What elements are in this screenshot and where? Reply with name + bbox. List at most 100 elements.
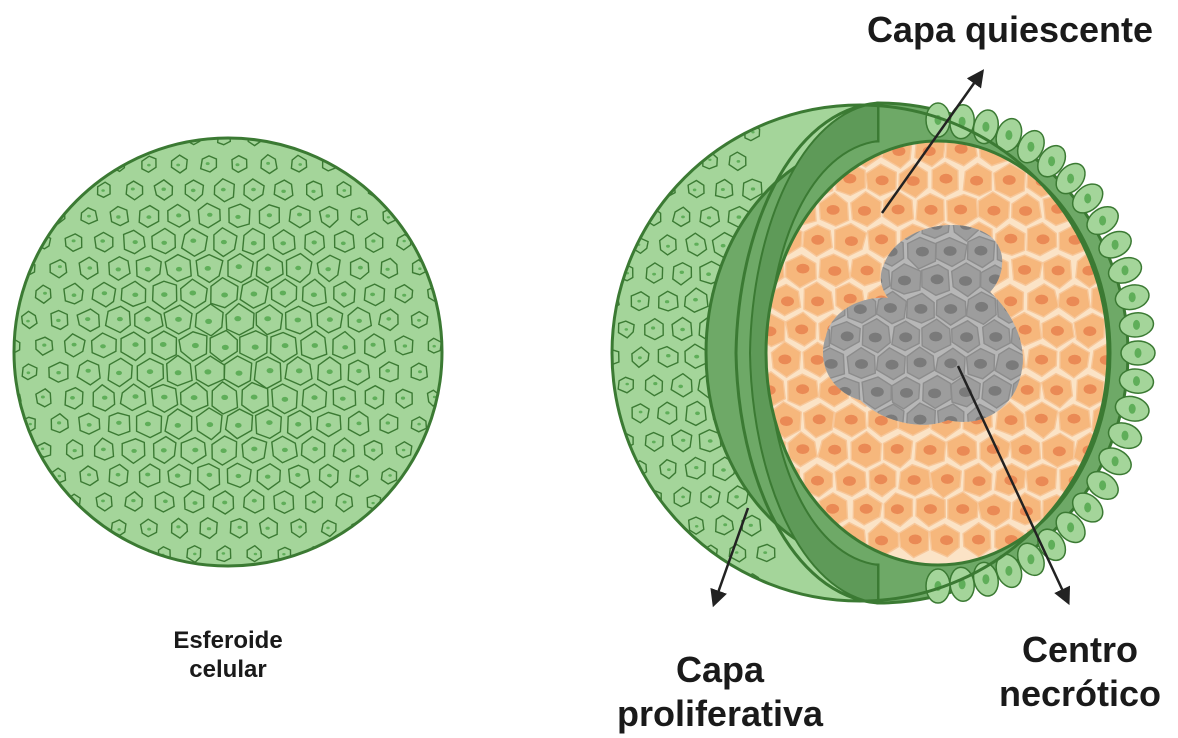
shell-cell-nucleus xyxy=(723,523,727,526)
rim-cell-nucleus xyxy=(1129,292,1136,302)
rim-cell-nucleus xyxy=(1112,456,1119,466)
quiescent-cell-nucleus xyxy=(1082,145,1095,155)
shell-cell-nucleus xyxy=(667,468,671,471)
surface-cell xyxy=(157,131,170,145)
surface-cell-nucleus xyxy=(205,266,211,271)
surface-cell-nucleus xyxy=(235,423,242,428)
shell-cell-nucleus xyxy=(666,245,670,248)
quiescent-cell-nucleus xyxy=(1050,385,1063,395)
shell-cell-nucleus xyxy=(737,215,742,218)
surface-cell-nucleus xyxy=(89,528,92,530)
surface-cell-nucleus xyxy=(342,189,346,192)
rim-cell-nucleus xyxy=(1084,503,1091,513)
surface-cell-nucleus xyxy=(298,163,302,166)
surface-cell-nucleus xyxy=(417,319,421,322)
surface-cell-nucleus xyxy=(236,371,243,376)
surface-cell-nucleus xyxy=(221,188,226,192)
surface-cell-nucleus xyxy=(327,317,333,322)
surface-cell-nucleus xyxy=(146,215,151,219)
quiescent-cell-nucleus xyxy=(954,205,967,215)
surface-cell-nucleus xyxy=(116,267,121,271)
label-spheroid: Esferoide celular xyxy=(143,626,313,685)
quiescent-cell-nucleus xyxy=(875,416,888,426)
surface-cell-nucleus xyxy=(175,370,182,375)
surface-cell-nucleus xyxy=(132,394,138,399)
surface-cell-nucleus xyxy=(358,266,363,270)
shell-cell xyxy=(605,406,618,420)
shell-cell-nucleus xyxy=(694,466,698,469)
necrotic-cell-nucleus xyxy=(916,247,929,257)
surface-cell-nucleus xyxy=(176,267,182,272)
surface-cell-nucleus xyxy=(160,342,167,347)
shell-cell-nucleus xyxy=(653,382,657,385)
quiescent-cell-nucleus xyxy=(1051,326,1064,336)
surface-cell-nucleus xyxy=(176,525,180,528)
shell-cell-nucleus xyxy=(625,328,629,331)
surface-cell-nucleus xyxy=(175,317,182,322)
label-proliferative-line1: Capa xyxy=(600,648,840,692)
surface-cell-nucleus xyxy=(370,343,375,347)
surface-cell-nucleus xyxy=(387,216,390,218)
surface-cell-nucleus xyxy=(282,136,285,138)
rim-cell-nucleus xyxy=(1027,554,1034,564)
shell-cell-nucleus xyxy=(721,244,726,248)
necrotic-cell-nucleus xyxy=(975,302,988,312)
shell-cell xyxy=(618,377,633,393)
surface-cell-nucleus xyxy=(147,369,153,374)
shell-cell-nucleus xyxy=(693,298,698,302)
quiescent-cell-nucleus xyxy=(1083,326,1096,336)
surface-cell-nucleus xyxy=(163,500,168,504)
quiescent-cell-nucleus xyxy=(1018,265,1031,275)
quiescent-cell-nucleus xyxy=(892,205,905,215)
shell-cell-nucleus xyxy=(625,383,628,386)
rim-cell-nucleus xyxy=(1135,348,1142,358)
quiescent-cell-nucleus xyxy=(1036,476,1049,486)
surface-cell-nucleus xyxy=(100,344,106,348)
surface-cell-nucleus xyxy=(87,266,92,270)
surface-cell-nucleus xyxy=(280,291,286,296)
quiescent-cell-nucleus xyxy=(891,444,904,454)
surface-cell-nucleus xyxy=(282,397,289,402)
surface-cell-nucleus xyxy=(86,369,91,373)
quiescent-cell-nucleus xyxy=(861,266,874,276)
surface-cell-nucleus xyxy=(385,268,389,271)
quiescent-cell-nucleus xyxy=(925,205,938,215)
shell-cell-nucleus xyxy=(678,385,683,389)
quiescent-cell-nucleus xyxy=(1052,266,1065,276)
surface-cell-nucleus xyxy=(356,422,361,426)
surface-cell-nucleus xyxy=(385,369,390,373)
surface-cell-nucleus xyxy=(190,239,196,243)
surface-cell-nucleus xyxy=(417,423,420,426)
surface-cell xyxy=(128,547,140,561)
quiescent-cell-nucleus xyxy=(780,416,793,426)
quiescent-cell-nucleus xyxy=(826,504,839,514)
quiescent-cell-nucleus xyxy=(843,476,856,486)
surface-cell-nucleus xyxy=(254,553,258,556)
shell-cell-nucleus xyxy=(695,525,698,528)
rim-cell-nucleus xyxy=(1133,376,1140,386)
surface-cell-nucleus xyxy=(29,423,32,425)
surface-cell-nucleus xyxy=(221,240,227,244)
surface-cell-nucleus xyxy=(401,397,405,400)
surface-cell-nucleus xyxy=(101,448,106,452)
quiescent-cell-nucleus xyxy=(796,384,809,394)
quiescent-cell-nucleus xyxy=(1037,234,1050,244)
rim-cell-nucleus xyxy=(1048,540,1055,550)
surface-cell-nucleus xyxy=(252,345,259,350)
shell-cell-nucleus xyxy=(721,188,725,191)
surface-cell-nucleus xyxy=(27,371,31,374)
quiescent-cell-nucleus xyxy=(845,236,858,246)
shell-cell-nucleus xyxy=(693,189,697,192)
surface-cell-nucleus xyxy=(297,213,302,217)
shell-cell-nucleus xyxy=(639,411,643,414)
surface-cell-nucleus xyxy=(403,344,407,347)
surface-cell-nucleus xyxy=(145,422,151,427)
quiescent-cell-nucleus xyxy=(1019,325,1032,335)
surface-cell-nucleus xyxy=(132,293,138,297)
quiescent-cell-nucleus xyxy=(845,415,858,425)
rim-cell-nucleus xyxy=(1027,142,1034,152)
shell-cell-nucleus xyxy=(665,189,668,191)
surface-cell-nucleus xyxy=(147,528,151,531)
surface-cell-nucleus xyxy=(298,526,302,529)
shell-cell-nucleus xyxy=(638,356,642,359)
